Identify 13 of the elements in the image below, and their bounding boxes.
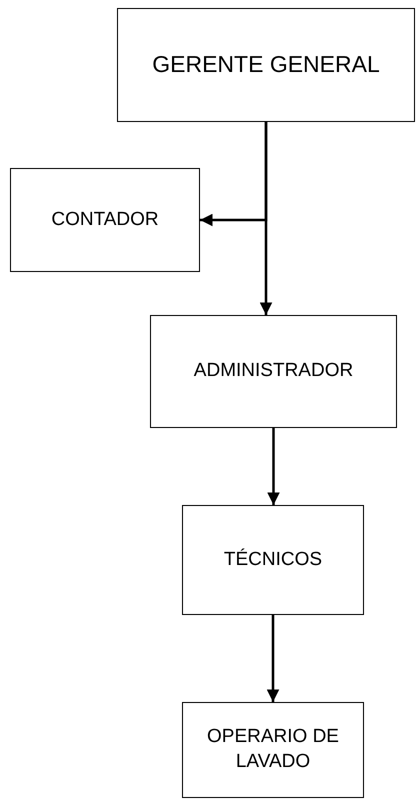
role-label: GERENTE GENERAL bbox=[152, 50, 380, 80]
role-label: OPERARIO DE LAVADO bbox=[206, 725, 340, 774]
org-box bbox=[182, 505, 364, 615]
role-label: TÉCNICOS bbox=[224, 548, 322, 572]
org-box bbox=[150, 315, 397, 428]
org-box bbox=[10, 168, 200, 272]
arrow bbox=[260, 122, 272, 315]
org-box bbox=[182, 702, 364, 798]
arrow bbox=[266, 615, 280, 702]
role-label: ADMINISTRADOR bbox=[194, 359, 354, 384]
arrow bbox=[267, 428, 280, 505]
role-label: CONTADOR bbox=[51, 208, 159, 232]
org-box bbox=[117, 8, 415, 122]
